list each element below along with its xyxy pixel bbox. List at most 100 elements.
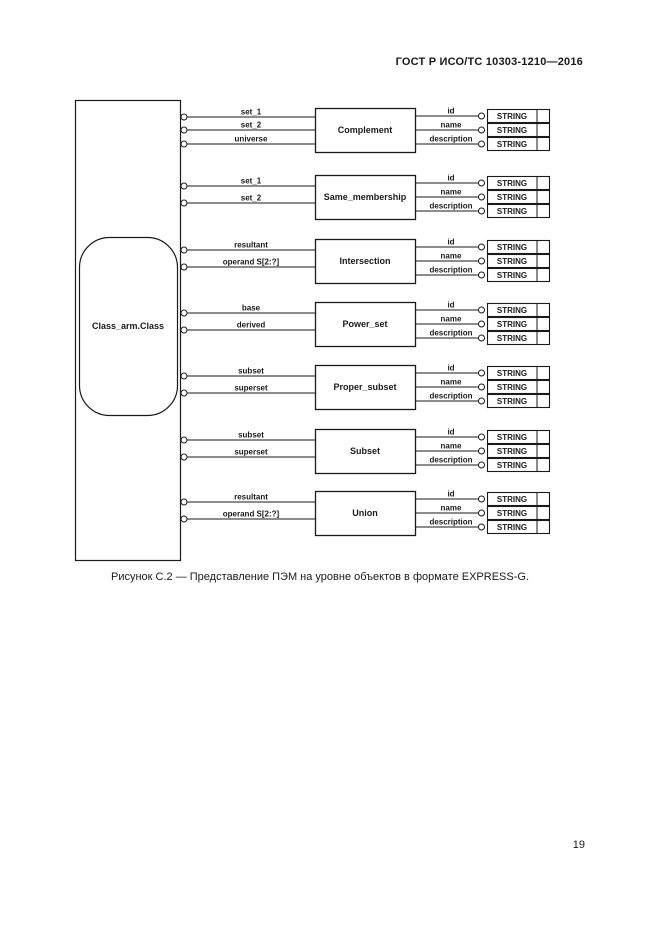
right-attribute-label: name	[441, 121, 462, 130]
entity-box	[314, 301, 417, 348]
left-attribute-label: resultant	[234, 241, 268, 250]
string-type-box	[486, 189, 551, 205]
left-attribute-label: derived	[237, 321, 266, 330]
string-type-box	[486, 330, 551, 346]
left-attribute-label: set_2	[241, 121, 262, 130]
string-type-label: STRING	[497, 140, 527, 149]
relationship-circle	[180, 309, 188, 317]
left-attribute-label: subset	[238, 367, 264, 376]
relationship-circle	[478, 334, 485, 342]
entity-box	[314, 364, 417, 411]
entity-label: Power_set	[342, 319, 387, 329]
string-type-box	[486, 429, 551, 445]
relationship-circle	[478, 257, 485, 265]
string-type-label: STRING	[497, 461, 527, 470]
relationship-circle	[478, 271, 485, 279]
right-attribute-label: name	[441, 442, 462, 451]
string-type-box	[486, 175, 551, 191]
string-type-box	[486, 203, 551, 219]
string-type-label: STRING	[497, 306, 527, 315]
relationship-circle	[180, 126, 188, 134]
right-attribute-label: description	[429, 202, 472, 211]
string-type-label: STRING	[497, 179, 527, 188]
relationship-circle	[478, 495, 485, 503]
string-type-label: STRING	[497, 271, 527, 280]
page-number: 19	[572, 839, 585, 851]
right-attribute-label: id	[447, 107, 454, 116]
right-attribute-label: name	[441, 378, 462, 387]
relationship-circle	[478, 509, 485, 517]
entity-label: Union	[352, 508, 378, 518]
relationship-circle	[180, 498, 188, 506]
relationship-circle	[478, 112, 485, 120]
relationship-circle	[478, 243, 485, 251]
right-attribute-label: name	[441, 315, 462, 324]
string-type-label: STRING	[497, 207, 527, 216]
left-attribute-label: resultant	[234, 493, 268, 502]
entity-box	[314, 174, 417, 221]
left-attribute-label: base	[242, 304, 261, 313]
relationship-circle	[478, 320, 485, 328]
relationship-circle	[180, 199, 188, 207]
relationship-circle	[478, 126, 485, 134]
string-type-label: STRING	[497, 112, 527, 121]
right-attribute-label: description	[429, 266, 472, 275]
string-type-box	[486, 457, 551, 473]
string-type-box	[486, 379, 551, 395]
class-node	[78, 236, 179, 417]
string-type-box	[486, 393, 551, 409]
relationship-circle	[180, 182, 188, 190]
left-attribute-label: superset	[234, 384, 268, 393]
relationship-circle	[478, 461, 485, 469]
left-attribute-label: set_1	[241, 177, 262, 186]
relationship-circle	[478, 140, 485, 148]
relationship-circle	[478, 433, 485, 441]
left-attribute-label: universe	[235, 135, 268, 144]
relationship-circle	[180, 389, 188, 397]
relationship-circle	[478, 207, 485, 215]
right-attribute-label: description	[429, 135, 472, 144]
string-type-label: STRING	[497, 523, 527, 532]
relationship-circle	[180, 372, 188, 380]
right-attribute-label: id	[447, 364, 454, 373]
class-node-label: Class_arm.Class	[92, 321, 164, 331]
left-attribute-label: set_1	[241, 108, 262, 117]
relationship-circle	[180, 326, 188, 334]
string-type-box	[486, 253, 551, 269]
string-type-label: STRING	[497, 433, 527, 442]
entity-label: Subset	[350, 446, 380, 456]
right-attribute-label: id	[447, 428, 454, 437]
right-attribute-label: id	[447, 490, 454, 499]
right-attribute-label: name	[441, 504, 462, 513]
relationship-circle	[180, 113, 188, 121]
string-type-label: STRING	[497, 320, 527, 329]
entity-label: Complement	[338, 125, 393, 135]
string-type-box	[486, 302, 551, 318]
string-type-label: STRING	[497, 383, 527, 392]
relationship-circle	[478, 383, 485, 391]
right-attribute-label: id	[447, 238, 454, 247]
string-type-box	[486, 505, 551, 521]
string-type-box	[486, 267, 551, 283]
string-type-label: STRING	[497, 334, 527, 343]
left-attribute-label: operand S[2:?]	[223, 258, 280, 267]
right-attribute-label: id	[447, 301, 454, 310]
string-type-box	[486, 316, 551, 332]
right-attribute-label: description	[429, 518, 472, 527]
string-type-label: STRING	[497, 495, 527, 504]
document-header: ГОСТ Р ИСО/ТС 10303-1210—2016	[395, 56, 583, 68]
string-type-label: STRING	[497, 447, 527, 456]
entity-box	[314, 428, 417, 475]
string-type-label: STRING	[497, 397, 527, 406]
string-type-box	[486, 108, 551, 124]
string-type-label: STRING	[497, 243, 527, 252]
entity-label: Intersection	[339, 256, 390, 266]
string-type-box	[486, 443, 551, 459]
entity-box	[314, 107, 417, 154]
right-attribute-label: description	[429, 392, 472, 401]
entity-label: Same_membership	[324, 192, 407, 202]
relationship-circle	[478, 179, 485, 187]
relationship-circle	[180, 263, 188, 271]
